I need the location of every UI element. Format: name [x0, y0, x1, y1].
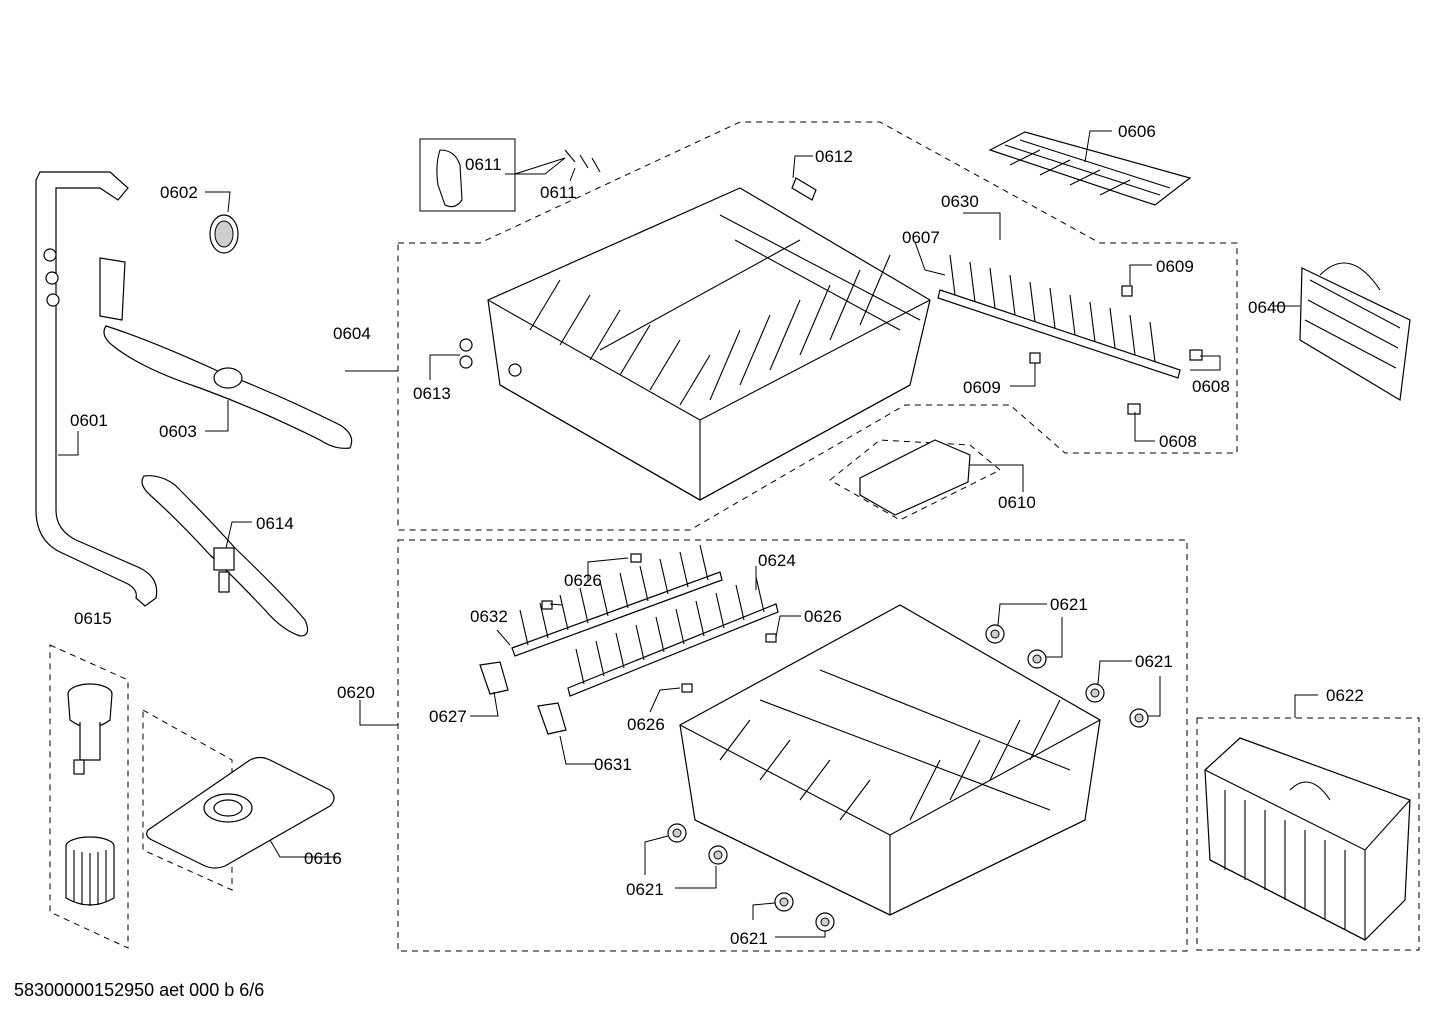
part-0640-basket [1299, 262, 1411, 401]
label-0621-a: 0621 [1050, 595, 1088, 614]
part-0624-0632-tine-rows [479, 544, 779, 735]
part-0615-filter-assembly [65, 683, 115, 906]
label-0609-b: 0609 [963, 378, 1001, 397]
label-0615: 0615 [74, 609, 112, 628]
label-0621-d: 0621 [730, 929, 768, 948]
part-0621-wheels [667, 624, 1149, 932]
label-0602: 0602 [160, 183, 198, 202]
part-0610-handle [859, 439, 971, 516]
label-0604: 0604 [333, 324, 371, 343]
label-0632: 0632 [470, 607, 508, 626]
part-0630-tine-row [937, 254, 1181, 379]
callout-labels: 0602 0601 0603 0604 0606 0607 0608 0608 … [70, 122, 1364, 948]
label-0620: 0620 [337, 683, 375, 702]
group-outlines [49, 121, 1420, 952]
label-0626-a: 0626 [564, 571, 602, 590]
label-0627: 0627 [429, 707, 467, 726]
label-0626-c: 0626 [627, 715, 665, 734]
label-0603: 0603 [159, 422, 197, 441]
label-0640: 0640 [1248, 298, 1286, 317]
label-0616: 0616 [304, 849, 342, 868]
label-0601: 0601 [70, 411, 108, 430]
part-0616-filter-plate [146, 756, 335, 869]
label-0609-a: 0609 [1156, 257, 1194, 276]
drawing-number: 58300000152950 aet 000 b 6/6 [14, 980, 265, 1000]
label-0614: 0614 [256, 514, 294, 533]
label-0624: 0624 [758, 551, 796, 570]
part-0602-filter-cap [209, 214, 239, 254]
part-0606-cup-rack [988, 131, 1192, 206]
part-0612-clip [791, 177, 817, 201]
label-0608-a: 0608 [1192, 377, 1230, 396]
label-0607: 0607 [902, 228, 940, 247]
label-0613: 0613 [413, 384, 451, 403]
part-0603-spray-arm [99, 257, 353, 449]
label-0621-b: 0621 [1135, 652, 1173, 671]
label-0611-b: 0611 [540, 183, 577, 202]
part-0614-spray-arm [141, 475, 309, 637]
part-0604-upper-basket [459, 187, 931, 501]
label-0626-b: 0626 [804, 607, 842, 626]
part-0620-lower-basket [679, 604, 1101, 916]
part-0622-cutlery-basket [1204, 737, 1411, 941]
label-0621-c: 0621 [626, 880, 664, 899]
label-0631: 0631 [594, 755, 632, 774]
part-0611-clips [436, 149, 601, 208]
label-0608-b: 0608 [1159, 432, 1197, 451]
label-0611-a: 0611 [465, 155, 502, 174]
part-0601-spray-pipe [35, 171, 158, 607]
label-0610: 0610 [998, 493, 1036, 512]
label-0606: 0606 [1118, 122, 1156, 141]
label-0630: 0630 [941, 192, 979, 211]
part-clips-0608-0609 [1029, 285, 1203, 415]
label-0622: 0622 [1326, 686, 1364, 705]
label-0612: 0612 [815, 147, 853, 166]
leader-lines [58, 130, 1318, 938]
